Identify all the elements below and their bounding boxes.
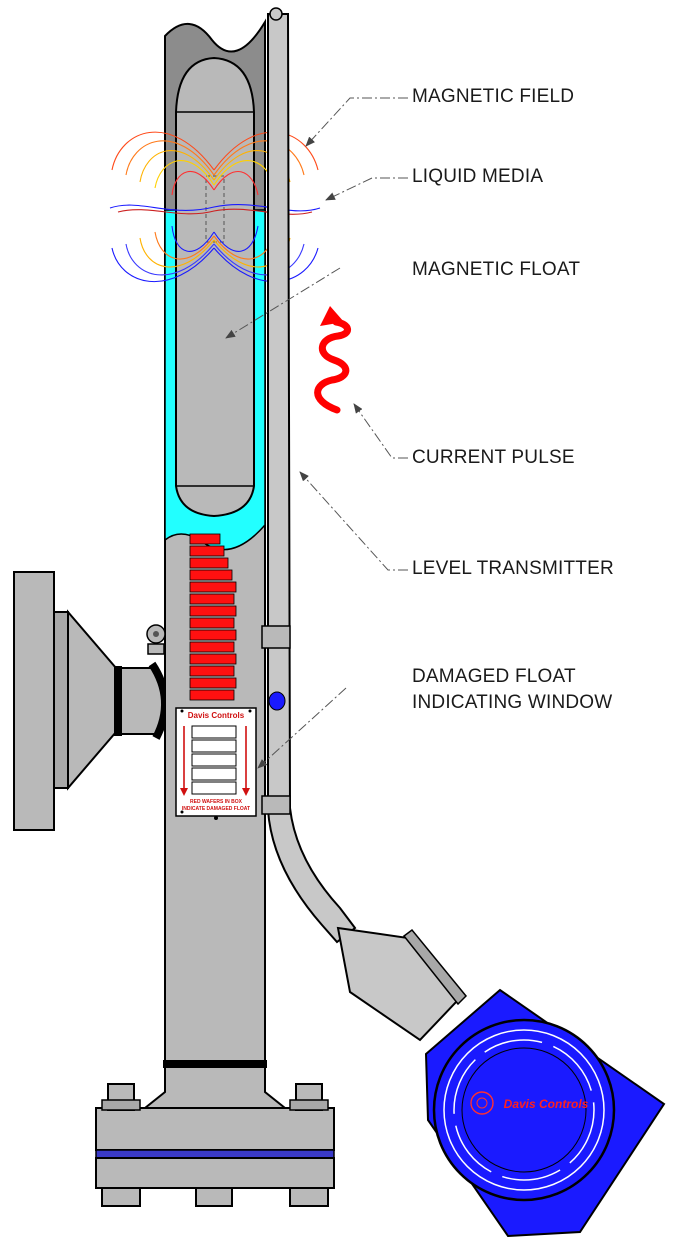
label-level-transmitter: LEVEL TRANSMITTER: [412, 558, 614, 579]
label-current-pulse: CURRENT PULSE: [412, 447, 575, 468]
window-note-line2: INDICATE DAMAGED FLOAT: [182, 806, 250, 812]
window-brand-label: Davis Controls: [188, 711, 245, 720]
transmitter-probe: [261, 7, 468, 1042]
current-pulse-arrow: [314, 306, 351, 414]
vent-valve: [146, 624, 166, 655]
bolt-left: [101, 1083, 141, 1207]
label-damaged-float-line2: INDICATING WINDOW: [412, 692, 613, 713]
leader-lines: [225, 97, 408, 769]
transmitter-head: [424, 988, 666, 1238]
label-damaged-float-line1: DAMAGED FLOAT: [412, 666, 576, 687]
damaged-float-window: [175, 707, 257, 820]
label-damaged-float-window: DAMAGED FLOAT INDICATING WINDOW: [412, 664, 612, 716]
magnetic-float: [175, 56, 255, 518]
label-magnetic-float: MAGNETIC FLOAT: [412, 259, 581, 280]
indicator-wafers: [189, 533, 237, 701]
side-flange: [13, 571, 169, 831]
label-liquid-media: LIQUID MEDIA: [412, 166, 544, 187]
label-magnetic-field: MAGNETIC FIELD: [412, 86, 575, 107]
bottom-flange: [95, 1083, 335, 1207]
head-brand-label: Davis Controls: [504, 1097, 589, 1111]
window-note-line1: RED WAFERS IN BOX: [190, 799, 243, 805]
bolt-right: [289, 1083, 329, 1207]
